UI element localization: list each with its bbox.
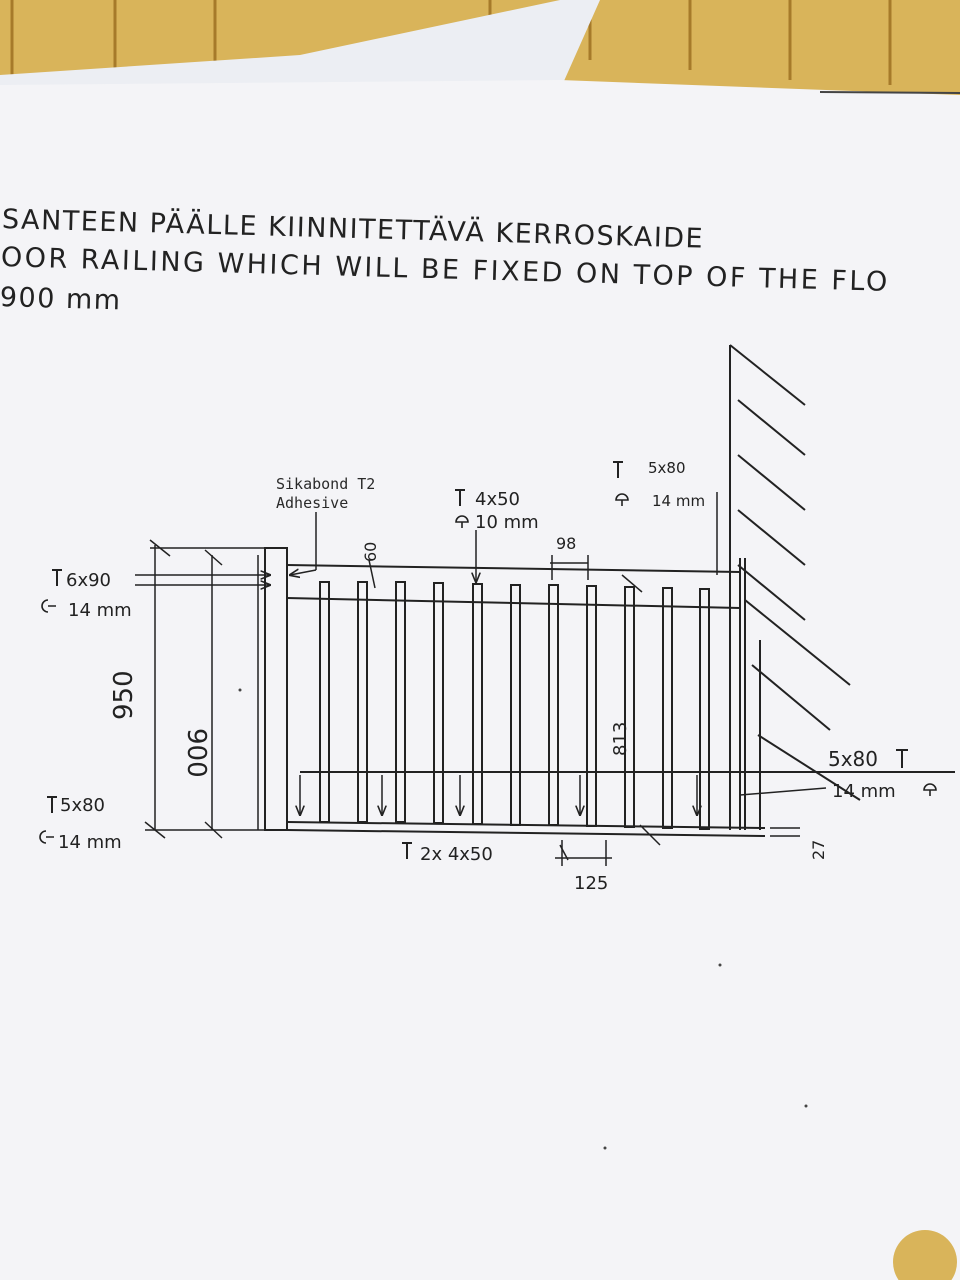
paper-marks xyxy=(238,688,808,1150)
annotations: Sikabond T2 Adhesive 4x50 10 mm 5x80 14 … xyxy=(58,459,896,894)
dim-125: 125 xyxy=(574,873,608,894)
header-line-3: 900 mm xyxy=(0,282,122,316)
label-screw-right: 5x80 xyxy=(828,747,878,771)
railing-frame xyxy=(264,547,955,837)
label-adhesive-1: Sikabond T2 xyxy=(276,475,375,493)
floor-screw-arrows xyxy=(300,775,697,815)
screw-icon xyxy=(47,461,908,859)
screw-head-icon xyxy=(39,493,937,844)
dim-813: 813 xyxy=(610,722,631,756)
label-head-top-mid: 10 mm xyxy=(475,512,539,533)
label-head-top-right: 14 mm xyxy=(652,492,705,510)
dim-950: 950 xyxy=(109,670,139,720)
back-paper xyxy=(0,0,600,95)
label-head-bottom-left: 14 mm xyxy=(58,832,122,853)
dim-900: 900 xyxy=(181,728,211,778)
label-screw-bottom-left: 5x80 xyxy=(60,795,105,816)
dim-27: 27 xyxy=(809,840,828,860)
label-screw-top-right: 5x80 xyxy=(648,459,686,477)
punch-hole xyxy=(893,1230,957,1280)
label-adhesive-2: Adhesive xyxy=(276,494,348,512)
paper-rule xyxy=(819,91,960,94)
label-head-right: 14 mm xyxy=(832,781,896,802)
label-head-left: 14 mm xyxy=(68,600,132,621)
label-screw-top-mid: 4x50 xyxy=(475,489,520,510)
balusters xyxy=(319,581,710,830)
label-screw-left: 6x90 xyxy=(66,570,111,591)
dim-98: 98 xyxy=(556,534,576,553)
label-screw-bottom-mid: 2x 4x50 xyxy=(420,844,493,865)
paper-sheet xyxy=(0,80,960,1280)
dimension-lines xyxy=(135,492,827,866)
wall-hatch xyxy=(729,344,861,830)
dim-60: 60 xyxy=(361,542,380,562)
